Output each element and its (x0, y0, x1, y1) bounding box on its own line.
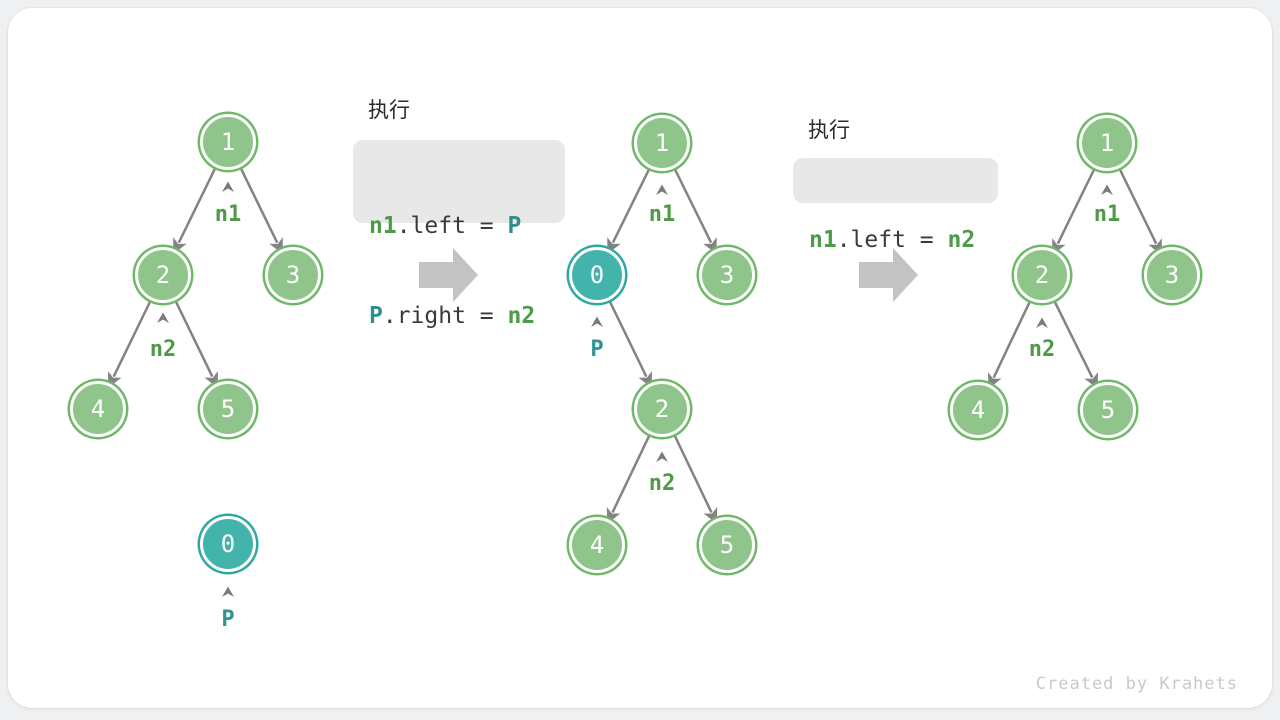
caret-up-icon (656, 184, 668, 195)
node-value: 5 (220, 395, 236, 423)
node-value: 3 (285, 261, 301, 289)
tree-during-node-5: 5 (699, 517, 755, 573)
caret-up-icon (656, 451, 668, 462)
pointer-label-p: P (221, 607, 235, 632)
node-value: 4 (970, 396, 986, 424)
code-token: .right = (382, 303, 508, 329)
node-value: 2 (1034, 261, 1050, 289)
code-line: P.right = n2 (369, 301, 549, 331)
pointer-label-n2: n2 (648, 471, 676, 496)
step-arrow-icon (859, 248, 918, 302)
tree-during-edges (595, 142, 718, 524)
node-value: 3 (719, 261, 735, 289)
node-value: 4 (90, 395, 106, 423)
tree-before-node-5: 5 (200, 381, 256, 437)
caret-up-icon (222, 181, 234, 192)
pointer-label-n2: n2 (1028, 337, 1056, 362)
node-value: 1 (220, 128, 236, 156)
code-token: P (369, 303, 383, 329)
tree-after-node-1: 1 (1079, 115, 1135, 171)
pointer-carets (157, 181, 1113, 597)
tree-during-node-3: 3 (699, 247, 755, 303)
code-token: P (507, 213, 522, 239)
node-value: 1 (654, 129, 670, 157)
node-value: 2 (654, 395, 670, 423)
node-value: 1 (1099, 129, 1115, 157)
node-value: 5 (1100, 396, 1116, 424)
code-token: .left = (836, 227, 948, 253)
caret-up-icon (591, 316, 603, 327)
tree-during-node-2: 2 (634, 381, 690, 437)
node-value: 5 (719, 531, 735, 559)
pointer-label-n1: n1 (1093, 202, 1121, 227)
watermark-text: Created by Krahets (1035, 674, 1238, 694)
pointer-label-n2: n2 (149, 337, 177, 362)
node-value: 3 (1164, 261, 1180, 289)
tree-before-node-0: 0 (200, 516, 256, 572)
exec-title: 执行 (368, 98, 410, 122)
pointer-label-n1: n1 (648, 202, 676, 227)
tree-before-node-4: 4 (70, 381, 126, 437)
tree-after-node-3: 3 (1144, 247, 1200, 303)
node-value: 0 (589, 261, 605, 289)
tree-after-node-4: 4 (950, 382, 1006, 438)
code-block-2: n1.left = n2 (793, 158, 998, 253)
node-value: 0 (220, 530, 236, 558)
caret-up-icon (1101, 184, 1113, 195)
step-arrow-icon (419, 248, 478, 302)
caret-up-icon (157, 312, 169, 323)
code-token: .left = (396, 213, 508, 239)
tree-after-node-5: 5 (1080, 382, 1136, 438)
code-line: n1.left = n2 (809, 225, 982, 255)
tree-before-node-3: 3 (265, 247, 321, 303)
pointer-label-p: P (590, 337, 604, 362)
pointer-label-n1: n1 (214, 202, 242, 227)
code-token: n2 (947, 227, 976, 253)
tree-before-node-1: 1 (200, 114, 256, 170)
code-token: n1 (809, 227, 837, 253)
caret-up-icon (222, 586, 234, 597)
node-value: 2 (155, 261, 171, 289)
node-value: 4 (589, 531, 605, 559)
tree-before-node-2: 2 (135, 247, 191, 303)
tree-during-node-0: 0 (569, 247, 625, 303)
tree-during-node-1: 1 (634, 115, 690, 171)
tree-after-node-2: 2 (1014, 247, 1070, 303)
code-token: n2 (507, 303, 536, 329)
exec-title: 执行 (808, 118, 850, 142)
code-token: n1 (369, 213, 397, 239)
code-block-1: n1.left = P P.right = n2 (353, 140, 565, 329)
tree-during-node-4: 4 (569, 517, 625, 573)
code-line: n1.left = P (369, 211, 549, 241)
caret-up-icon (1036, 317, 1048, 328)
